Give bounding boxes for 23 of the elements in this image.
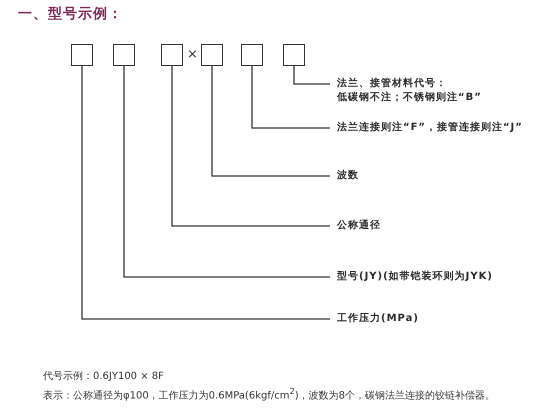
code-box (283, 44, 305, 66)
code-box (71, 44, 93, 66)
code-box (161, 44, 183, 66)
code-box (241, 44, 263, 66)
leader-line (123, 66, 330, 278)
example-code: 代号示例：0.6JY100 × 8F (43, 370, 164, 383)
leader-line (251, 66, 330, 129)
leader-line (293, 66, 330, 85)
section-heading: 一、型号示例： (18, 5, 123, 23)
leader-label: 法兰、接管材料代号： (337, 77, 447, 91)
leader-line (211, 66, 330, 177)
leader-line (81, 66, 330, 320)
multiplication-sign: × (187, 47, 198, 62)
leader-line (171, 66, 330, 227)
leader-label: 工作压力(MPa) (330, 312, 419, 326)
code-box (201, 44, 223, 66)
leader-label: 低碳钢不注；不锈钢则注“B” (337, 91, 482, 105)
leader-label: 法兰连接则注“F”，接管连接则注“J” (330, 121, 523, 135)
code-box (113, 44, 135, 66)
leader-label: 公称通径 (330, 219, 381, 233)
leader-label: 型号(JY)(如带铠装环则为JYK) (330, 270, 493, 284)
example-description: 表示：公称通径为φ100，工作压力为0.6MPa(6kgf/cm$^{2}$)，波数为8个，碳钢法兰连接的铰链补偿器。 (43, 386, 496, 402)
leader-label: 波数 (330, 169, 359, 183)
